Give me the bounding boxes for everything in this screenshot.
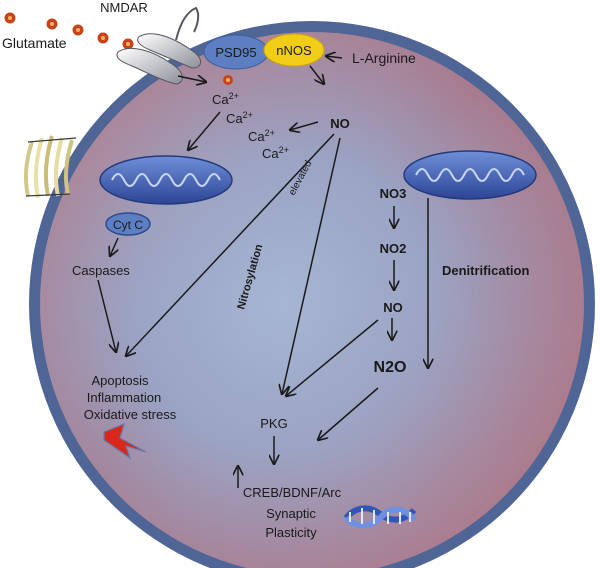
apoptosis-label: Apoptosis xyxy=(91,373,149,388)
lightning-icon xyxy=(103,422,147,460)
l-arginine-label: L-Arginine xyxy=(352,50,416,66)
pathway-arrows xyxy=(97,56,428,488)
arrow-caspases-apoptosis xyxy=(97,279,116,352)
glutamate-dot-icon xyxy=(223,75,233,85)
svg-text:Ca2+: Ca2+ xyxy=(262,145,289,161)
dna-icon xyxy=(343,505,417,529)
calcium-ions: Ca2+ Ca2+ Ca2+ Ca2+ xyxy=(212,91,289,161)
glutamate-dot-icon xyxy=(46,18,58,30)
plasticity-label: Plasticity xyxy=(265,525,317,540)
receptor-icon xyxy=(116,6,201,85)
arrow-arginine-nnos xyxy=(326,56,343,58)
arrow-ca-mito xyxy=(188,111,221,150)
glutamate-dot-icon xyxy=(122,38,134,50)
no2-label: NO2 xyxy=(380,241,407,256)
arrow-nnos-no xyxy=(309,65,324,84)
no-top-label: NO xyxy=(330,116,350,131)
arrow-no-ca xyxy=(290,121,319,130)
caspases-label: Caspases xyxy=(72,263,130,278)
mitochondrion-icon xyxy=(99,155,233,205)
nnos-label: nNOS xyxy=(276,43,312,58)
membrane-channel-icon xyxy=(23,135,77,199)
glutamate-dot-icon xyxy=(72,24,84,36)
svg-text:Ca2+: Ca2+ xyxy=(212,91,239,107)
creb-label: CREB/BDNF/Arc xyxy=(243,485,342,500)
denitrification-label: Denitrification xyxy=(442,263,529,278)
cyt-c-label: Cyt C xyxy=(113,218,143,232)
arrow-no-pkg-2 xyxy=(286,319,379,396)
arrow-cytc-caspases xyxy=(110,237,119,256)
arrow-no-pkg xyxy=(282,137,341,394)
arrow-n2o-creb xyxy=(318,387,379,440)
oxidative-stress-label: Oxidative stress xyxy=(84,407,177,422)
n2o-label: N2O xyxy=(374,359,407,376)
nnos-node: nNOS xyxy=(263,33,325,67)
glutamate-dot-icon xyxy=(97,32,109,44)
pkg-label: PKG xyxy=(260,416,287,431)
psd95-label: PSD95 xyxy=(215,45,256,60)
glutamate-dot-icon xyxy=(4,12,16,24)
arrow-nmdar-ca xyxy=(177,76,206,82)
mitochondrion-icon xyxy=(403,150,537,200)
svg-text:Ca2+: Ca2+ xyxy=(226,110,253,126)
glutamate-label: Glutamate xyxy=(2,35,67,51)
inflammation-label: Inflammation xyxy=(87,390,161,405)
psd95-node: PSD95 xyxy=(203,34,269,70)
synaptic-label: Synaptic xyxy=(266,506,316,521)
no-mid-label: NO xyxy=(383,300,403,315)
cyt-c-node: Cyt C xyxy=(105,212,151,236)
no3-label: NO3 xyxy=(380,186,407,201)
svg-text:Ca2+: Ca2+ xyxy=(248,128,275,144)
nmdar-label: NMDAR xyxy=(100,0,148,15)
arrow-no-apoptosis xyxy=(126,133,335,356)
glutamate-dots xyxy=(4,12,233,85)
